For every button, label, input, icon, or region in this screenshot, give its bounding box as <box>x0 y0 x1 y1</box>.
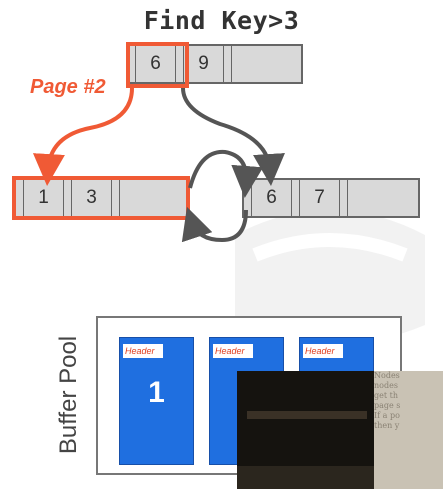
root-to-right-leaf-arrow <box>181 87 285 186</box>
right-leaf-key-2: 7 <box>300 180 340 216</box>
buffer-pool-label-text: Buffer Pool <box>55 335 82 455</box>
video-overlay[interactable]: Nodes nodes get th page s If a po then y <box>237 371 443 489</box>
video-background-shape <box>237 466 377 489</box>
video-background-shape <box>247 411 367 419</box>
pointer-slot <box>176 46 184 82</box>
video-text-line: If a po <box>374 411 400 420</box>
sibling-arrow-back <box>181 206 248 243</box>
pointer-slot <box>128 46 136 82</box>
buffer-pool-label: Buffer Pool <box>44 315 94 475</box>
left-leaf-highlight-box <box>12 176 190 220</box>
root-highlight-box <box>126 42 189 88</box>
pointer-slot <box>64 180 72 216</box>
video-text-line: nodes <box>374 381 398 390</box>
pointer-slot <box>112 180 120 216</box>
pointer-slot <box>292 180 300 216</box>
video-text-line: page s <box>374 401 401 410</box>
page-title: Find Key>3 <box>143 6 300 35</box>
pointer-slot <box>16 180 24 216</box>
video-projector-screen: Nodes nodes get th page s If a po then y <box>374 371 443 489</box>
pointer-slot <box>340 180 348 216</box>
root-to-left-leaf-arrow <box>32 87 134 186</box>
pointer-slot <box>244 180 252 216</box>
frame-header: Header <box>213 344 253 358</box>
page-number-label: Page #2 <box>30 76 106 98</box>
watermark-logo <box>235 210 425 345</box>
frame-page-number: 1 <box>148 376 165 409</box>
root-key-2: 9 <box>184 46 224 82</box>
pointer-slot <box>224 46 232 82</box>
frame-header: Header <box>123 344 163 358</box>
frame-header: Header <box>303 344 343 358</box>
video-text-line: then y <box>374 421 400 430</box>
buffer-frame-1: Header 1 <box>119 337 194 465</box>
root-key-1: 6 <box>136 46 176 82</box>
sibling-arrow-forward <box>188 149 264 198</box>
left-leaf-key-1: 1 <box>24 180 64 216</box>
video-text-line: Nodes <box>374 371 400 380</box>
root-node: 6 9 <box>126 44 303 84</box>
right-leaf-key-1: 6 <box>252 180 292 216</box>
left-leaf-key-2: 3 <box>72 180 112 216</box>
video-text-line: get th <box>374 391 398 400</box>
